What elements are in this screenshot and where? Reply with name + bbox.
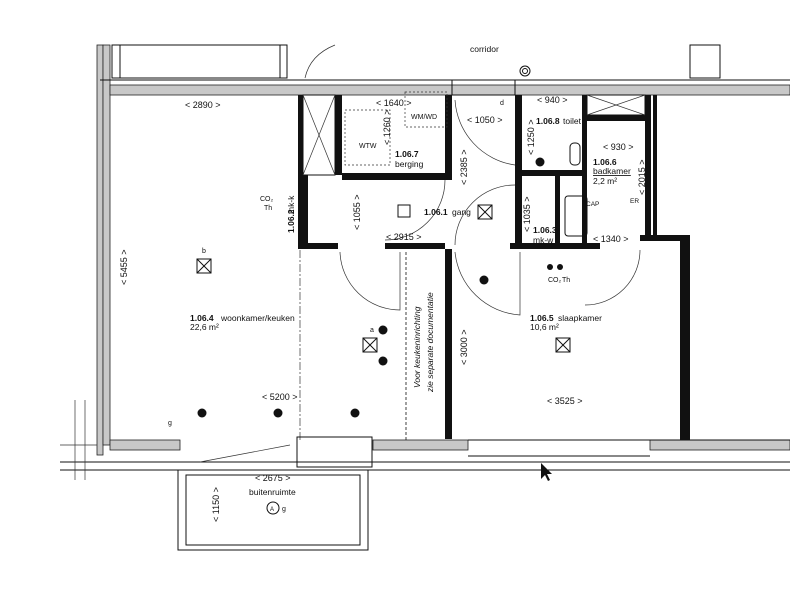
corridor-label: corridor bbox=[470, 44, 499, 54]
symbol-letter: A bbox=[270, 507, 274, 513]
dim-1055: < 1055 > bbox=[352, 194, 362, 230]
dim-1260: < 1260 > bbox=[382, 109, 392, 145]
room-code-mkw: 1.06.3 bbox=[533, 225, 557, 235]
room-name-buitenruimte: buitenruimte bbox=[249, 487, 296, 497]
room-name-mkw: mk-w bbox=[533, 235, 554, 245]
dim-2385: < 2385 > bbox=[459, 149, 469, 185]
cap-label: CAP bbox=[586, 201, 599, 208]
room-name-slaapkamer: slaapkamer bbox=[558, 313, 602, 323]
th-label-slaapkamer: Th bbox=[562, 277, 570, 284]
dim-1050: < 1050 > bbox=[467, 115, 503, 125]
dim-1640: < 1640 > bbox=[376, 98, 412, 108]
wtw-label: WTW bbox=[359, 143, 377, 150]
fixtures bbox=[196, 65, 588, 418]
room-name-gang: gang bbox=[452, 207, 471, 217]
dim-2890: < 2890 > bbox=[185, 100, 221, 110]
room-name-badkamer: badkamer bbox=[593, 166, 631, 176]
room-code-berging: 1.06.7 bbox=[395, 149, 419, 159]
room-name-mkk: mk-k bbox=[286, 195, 296, 214]
dim-2015: < 2015 > bbox=[637, 159, 647, 195]
outlet-icon bbox=[197, 157, 563, 418]
dim-1250: < 1250 > bbox=[526, 119, 536, 155]
room-code-woonkamer: 1.06.4 bbox=[190, 313, 214, 323]
room-name-berging: berging bbox=[395, 159, 424, 169]
dim-3000: < 3000 > bbox=[459, 329, 469, 365]
co2-label-slaapkamer: CO₂ bbox=[548, 277, 562, 284]
symbol-letter: g bbox=[168, 420, 172, 427]
room-name-woonkamer: woonkamer/keuken bbox=[220, 313, 295, 323]
labels: corridor < 2890 > < 1640 > < 1050 > < 94… bbox=[119, 44, 647, 522]
co2-label-mkk: CO₂ bbox=[260, 196, 274, 203]
dim-1150: < 1150 > bbox=[211, 487, 221, 522]
room-code-slaapkamer: 1.06.5 bbox=[530, 313, 554, 323]
dim-1340: < 1340 > bbox=[593, 234, 629, 244]
wmwd-label: WM/WD bbox=[411, 114, 437, 121]
room-name-toilet: toilet bbox=[563, 116, 582, 126]
interior-walls bbox=[298, 79, 690, 440]
room-area-badkamer: 2,2 m² bbox=[593, 176, 617, 186]
mouse-cursor-icon bbox=[541, 463, 552, 481]
symbol-letter: b bbox=[202, 248, 206, 255]
door-swings bbox=[339, 99, 641, 316]
symbol-letter: a bbox=[370, 327, 374, 334]
dim-3525: < 3525 > bbox=[547, 396, 583, 406]
kitchen-note-line2: zie separate documentatie bbox=[425, 292, 435, 393]
dim-5200: < 5200 > bbox=[262, 392, 298, 402]
room-code-toilet: 1.06.8 bbox=[536, 116, 560, 126]
dim-940: < 940 > bbox=[537, 95, 568, 105]
outer-walls bbox=[60, 44, 790, 480]
room-area-slaapkamer: 10,6 m² bbox=[530, 322, 559, 332]
room-code-mkk: 1.06.2 bbox=[286, 209, 296, 233]
dim-2915: < 2915 > bbox=[386, 232, 422, 242]
room-code-gang: 1.06.1 bbox=[424, 207, 448, 217]
dim-1035: < 1035 > bbox=[522, 196, 532, 232]
kitchen-note-line1: Voor keukeninrichting bbox=[412, 306, 422, 388]
room-code-badkamer: 1.06.6 bbox=[593, 157, 617, 167]
balcony bbox=[177, 436, 373, 551]
ceiling-light-icon bbox=[196, 204, 571, 353]
dim-5455: < 5455 > bbox=[119, 249, 129, 285]
dim-930: < 930 > bbox=[603, 142, 634, 152]
room-area-woonkamer: 22,6 m² bbox=[190, 322, 219, 332]
th-label-mkk: Th bbox=[264, 205, 272, 212]
symbol-letter: g bbox=[282, 506, 286, 513]
symbol-letter: d bbox=[500, 100, 504, 107]
dim-2675: < 2675 > bbox=[255, 473, 291, 483]
er-label: ER bbox=[630, 198, 639, 205]
